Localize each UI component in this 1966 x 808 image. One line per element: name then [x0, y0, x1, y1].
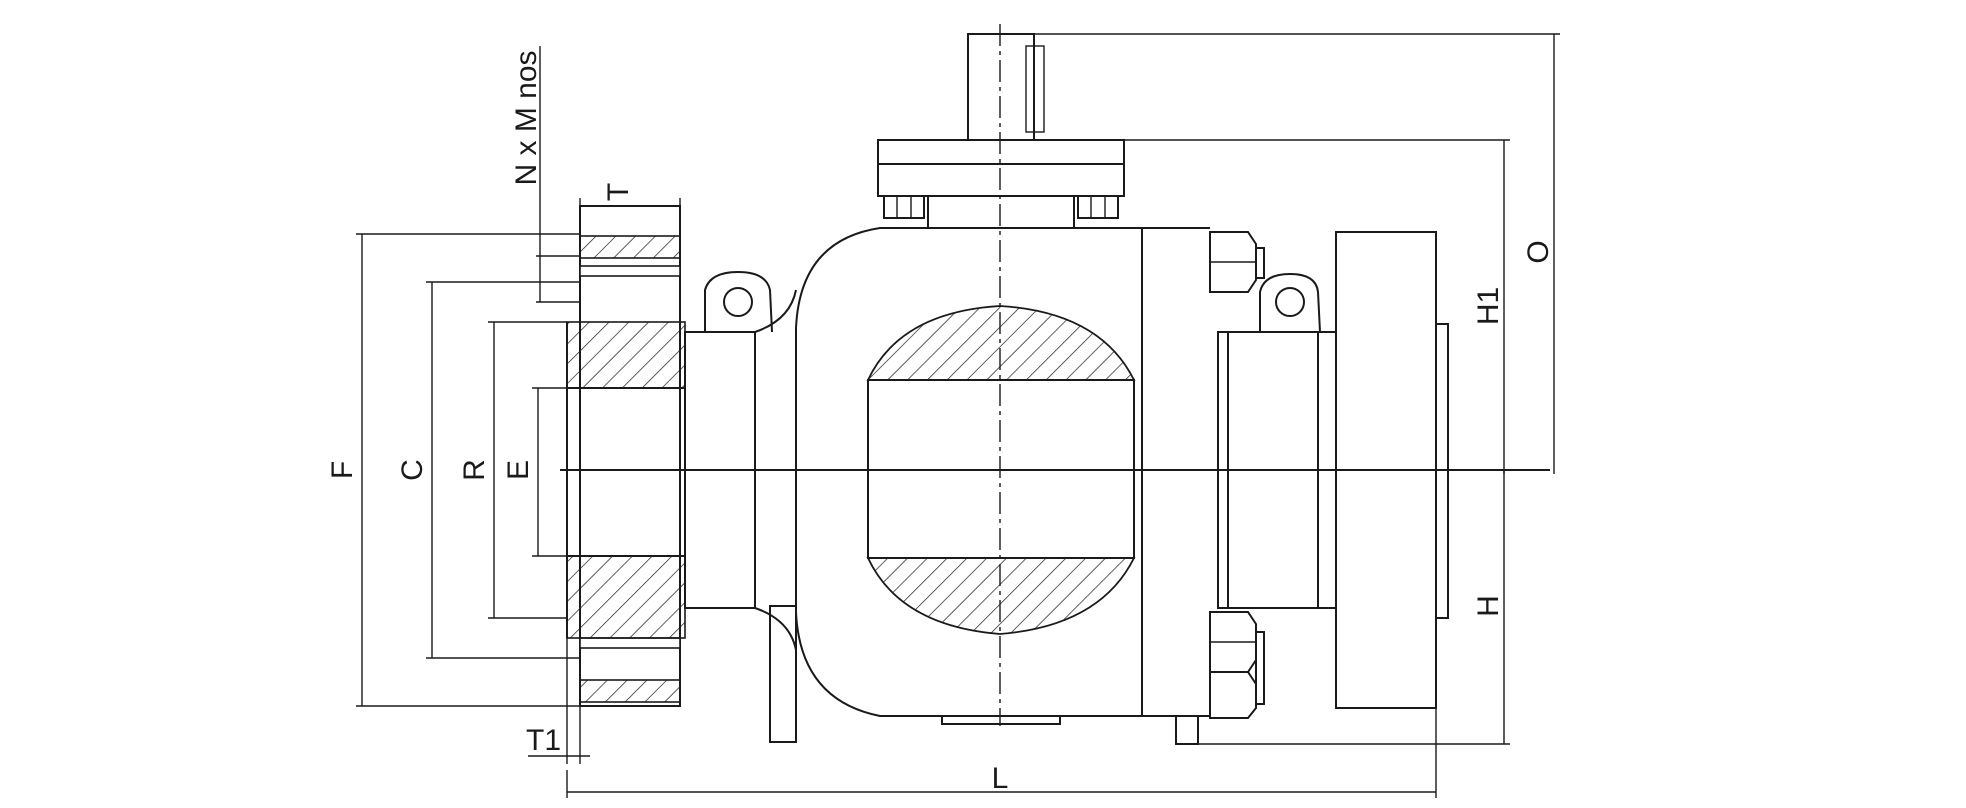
body-bolts — [1209, 231, 1265, 719]
valve-body — [754, 227, 1210, 725]
dim-label-f: F — [326, 461, 359, 479]
dimension-lines — [356, 33, 1560, 798]
stem-assembly — [877, 33, 1125, 229]
dim-label-e: E — [502, 460, 535, 480]
dim-label-h: H — [1472, 595, 1505, 617]
left-flange — [566, 205, 686, 707]
dim-label-l: L — [992, 762, 1009, 795]
dim-label-t1: T1 — [526, 724, 561, 757]
dim-label-t: T — [602, 183, 635, 201]
left-neck — [684, 270, 797, 743]
dim-label-c: C — [396, 459, 429, 481]
dim-label-h1: H1 — [1472, 287, 1505, 325]
dim-label-bolts: N x M nos — [510, 50, 543, 185]
dim-label-o: O — [1522, 240, 1555, 263]
dim-label-r: R — [458, 459, 491, 481]
